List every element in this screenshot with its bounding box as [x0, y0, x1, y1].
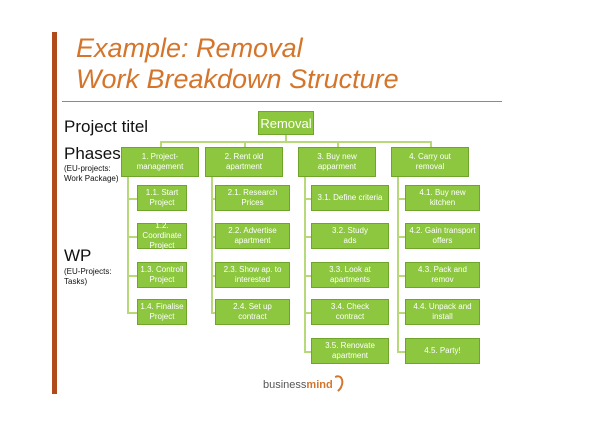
wbs-task-4-4[interactable]: 4.4. Unpack and install	[405, 299, 480, 325]
wbs-task-3-5[interactable]: 3.5. Renovate apartment	[311, 338, 389, 364]
connector-line	[304, 236, 311, 238]
wbs-task-4-1[interactable]: 4.1. Buy new kitchen	[405, 185, 480, 211]
connector-line	[285, 135, 287, 141]
connector-line	[397, 198, 405, 200]
wbs-task-1-4[interactable]: 1.4. Finalise Project	[137, 299, 187, 325]
connector-line	[127, 312, 137, 314]
connector-line	[337, 141, 339, 147]
connector-line	[211, 198, 215, 200]
logo-text-mind: mind	[306, 379, 333, 391]
connector-line	[397, 351, 405, 353]
connector-line	[211, 312, 215, 314]
connector-line	[304, 312, 311, 314]
connector-line	[127, 198, 137, 200]
businessmind-logo: businessmind	[263, 379, 333, 391]
connector-line	[127, 275, 137, 277]
wbs-task-1-2[interactable]: 1.2. Coordinate Project	[137, 221, 187, 250]
connector-line	[127, 236, 137, 238]
wbs-task-1-3[interactable]: 1.3. Controll Project	[137, 262, 187, 288]
connector-line	[304, 275, 311, 277]
wbs-phase-4[interactable]: 4. Carry out removal	[391, 147, 469, 177]
connector-line	[304, 351, 311, 353]
wp-note-1: (EU-Projects:	[64, 267, 112, 276]
project-title-label: Project titel	[64, 117, 149, 136]
connector-line	[397, 236, 405, 238]
phases-note-2: Work Package)	[64, 174, 119, 183]
connector-line	[127, 177, 129, 313]
logo-text-business: business	[263, 379, 307, 391]
wbs-task-4-3[interactable]: 4.3. Pack and remov	[405, 262, 480, 288]
connector-line	[430, 141, 432, 147]
connector-line	[397, 177, 399, 352]
phases-label: Phases	[64, 144, 121, 163]
accent-bar	[52, 32, 57, 394]
wbs-task-3-3[interactable]: 3.3. Look at apartments	[311, 262, 389, 288]
connector-line	[397, 275, 405, 277]
connector-line	[160, 141, 432, 143]
connector-line	[160, 141, 162, 147]
connector-line	[397, 312, 405, 314]
wbs-phase-1[interactable]: 1. Project- management	[121, 147, 199, 177]
slide-title-line-1: Example: Removal	[76, 33, 303, 63]
wbs-root-removal[interactable]: Removal	[258, 111, 314, 135]
wp-label: WP	[64, 246, 92, 265]
connector-line	[211, 177, 213, 313]
slide-title-line-2: Work Breakdown Structure	[76, 64, 399, 94]
connector-line	[211, 236, 215, 238]
connector-line	[244, 141, 246, 147]
wbs-task-4-2[interactable]: 4.2. Gain transport offers	[405, 223, 480, 249]
wbs-task-1-1[interactable]: 1.1. Start Project	[137, 185, 187, 211]
connector-line	[211, 275, 215, 277]
wbs-task-2-2[interactable]: 2.2. Advertise apartment	[215, 223, 290, 249]
wbs-task-2-3[interactable]: 2.3. Show ap. to interested	[215, 262, 290, 288]
wbs-phase-2[interactable]: 2. Rent old apartment	[205, 147, 283, 177]
connector-line	[304, 177, 306, 352]
wbs-task-4-5[interactable]: 4.5. Party!	[405, 338, 480, 364]
phases-note-1: (EU-projects:	[64, 164, 111, 173]
connector-line	[304, 198, 311, 200]
title-divider	[62, 101, 502, 102]
wp-note-2: Tasks)	[64, 277, 88, 286]
wbs-task-2-1[interactable]: 2.1. Research Prices	[215, 185, 290, 211]
wbs-phase-3[interactable]: 3. Buy new apparment	[298, 147, 376, 177]
wbs-task-3-4[interactable]: 3.4. Check contract	[311, 299, 389, 325]
wbs-task-3-2[interactable]: 3.2. Study ads	[311, 223, 389, 249]
wbs-task-2-4[interactable]: 2.4. Set up contract	[215, 299, 290, 325]
wbs-task-3-1[interactable]: 3.1. Define criteria	[311, 185, 389, 211]
logo-swoosh-icon	[327, 373, 346, 395]
